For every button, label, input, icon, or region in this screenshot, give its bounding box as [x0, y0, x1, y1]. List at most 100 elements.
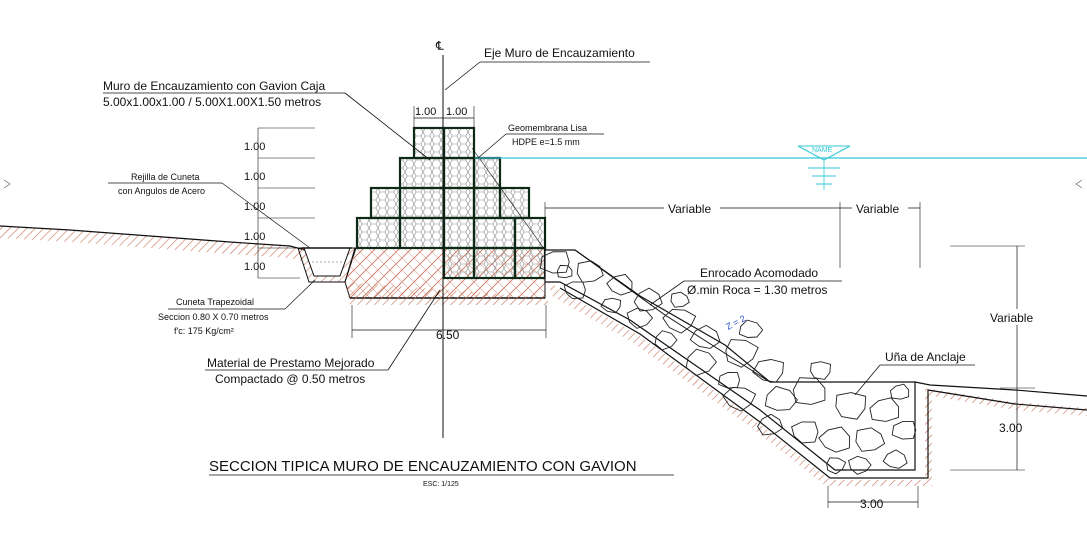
una-width-dim: 3.00 [827, 486, 919, 511]
gabion-box [412, 126, 446, 160]
cuneta-line3: f'c: 175 Kg/cm² [174, 326, 234, 336]
centerline: ℄ Eje Muro de Encauzamiento [435, 39, 650, 438]
riprap-rock [889, 383, 910, 400]
riprap-slope [539, 249, 1087, 486]
gabion-box [442, 246, 476, 280]
riprap-rock [791, 421, 819, 444]
cuneta-line2: Seccion 0.80 X 0.70 metros [158, 312, 269, 322]
top-width-dims: 1.00 1.00 [413, 106, 475, 128]
gabion-box [472, 156, 502, 190]
cuneta-line1: Cuneta Trapezoidal [176, 297, 254, 307]
cuneta-label: Cuneta Trapezoidal Seccion 0.80 X 0.70 m… [158, 279, 316, 336]
rejilla-label: Rejilla de Cuneta con Angulos de Acero [108, 172, 311, 249]
riprap-rock [563, 281, 586, 300]
water-level: NAME [475, 145, 1087, 190]
riprap-rock [738, 319, 764, 338]
gabion-box [355, 216, 402, 250]
riprap-rock [633, 287, 663, 312]
dim-una-width: 3.00 [860, 497, 884, 511]
dim-una-depth: 3.00 [999, 421, 1023, 435]
riprap-rock [752, 359, 784, 383]
dim-height-4: 1.00 [244, 231, 265, 243]
geomembrane-line [471, 147, 546, 251]
gabion-box [442, 126, 476, 160]
drawing-scale: ESC: 1/125 [423, 481, 459, 488]
gabion-box [398, 216, 446, 250]
gabion-box [442, 216, 476, 250]
riprap-rock [626, 307, 654, 329]
riprap-rock [757, 413, 784, 436]
riprap-rock [869, 397, 900, 422]
enrocado-line2: Ø.min Roca = 1.30 metros [687, 283, 827, 297]
riprap-rock [764, 385, 798, 411]
riprap-rock [576, 260, 604, 283]
prestamo-label: Material de Prestamo Mejorado Compactado… [205, 289, 441, 386]
riprap-rock [725, 339, 759, 368]
variable-dims-top: Variable Variable [544, 200, 921, 268]
drawing-title: SECCION TIPICA MURO DE ENCAUZAMIENTO CON… [209, 458, 637, 475]
enrocado-line1: Enrocado Acomodado [700, 266, 818, 280]
riprap-rock [556, 264, 573, 279]
height-dims: 1.00 1.00 1.00 1.00 1.00 [244, 127, 315, 279]
riprap-rock [670, 291, 690, 308]
riprap-rock [606, 273, 633, 296]
gabion-label-line1: Muro de Encauzamiento con Gavion Caja [103, 79, 325, 93]
axis-label: Eje Muro de Encauzamiento [484, 46, 635, 60]
gabion-box [442, 156, 476, 190]
gabion-box [472, 246, 517, 280]
gabion-box [472, 216, 517, 250]
ground-right [914, 381, 1087, 397]
gabion-box [472, 186, 502, 220]
riprap-rock [891, 421, 917, 440]
riprap-rock [848, 455, 872, 475]
riprap-rock [718, 372, 741, 389]
slope-label: Z = 2 [724, 313, 747, 332]
riprap-rock [855, 427, 886, 452]
dim-base-width: 6.50 [436, 328, 460, 342]
dim-height-5: 1.00 [244, 261, 265, 273]
gabion-label: Muro de Encauzamiento con Gavion Caja 5.… [103, 79, 431, 161]
riprap-rock [810, 361, 831, 380]
dim-height-2: 1.00 [244, 171, 265, 183]
riprap-rock [685, 348, 717, 377]
variable-dim-right: Variable 3.00 [950, 245, 1042, 471]
dim-top-right: 1.00 [446, 106, 467, 118]
gabion-box [398, 186, 446, 220]
gabion-box [498, 186, 531, 220]
base-width-dim: 6.50 [351, 305, 547, 342]
water-symbol-label: NAME [812, 147, 833, 154]
gabion-box [398, 156, 446, 190]
una-label-text: Uña de Anclaje [885, 350, 966, 364]
gabion-box [369, 186, 402, 220]
drawing-title-block: SECCION TIPICA MURO DE ENCAUZAMIENTO CON… [209, 458, 674, 488]
riprap-rock [835, 392, 867, 420]
riprap-rock [826, 457, 847, 475]
riprap-rock [722, 386, 757, 412]
prestamo-line1: Material de Prestamo Mejorado [207, 356, 375, 370]
riprap-rock [792, 377, 826, 405]
dim-height-1: 1.00 [244, 141, 265, 153]
geomembrane-line2: HDPE e=1.5 mm [512, 137, 580, 147]
riprap-rock [662, 308, 697, 334]
gabion-box [513, 246, 547, 280]
rejilla-line2: con Angulos de Acero [118, 186, 205, 196]
ground-left [0, 225, 306, 262]
variable-dim-2: Variable [856, 202, 899, 216]
variable-dim-1: Variable [668, 202, 711, 216]
centerline-symbol: ℄ [435, 39, 444, 53]
riprap-rock [654, 330, 678, 351]
riprap-rock [882, 449, 908, 469]
riprap-rock [600, 297, 622, 314]
riprap-rock [818, 426, 851, 453]
geomembrane-line1: Geomembrana Lisa [508, 123, 587, 133]
gabion-label-line2: 5.00x1.00x1.00 / 5.00X1.00X1.50 metros [103, 95, 321, 109]
riprap-rock [689, 324, 721, 349]
variable-dim-3: Variable [990, 311, 1033, 325]
riprap-rock [539, 251, 570, 274]
prestamo-line2: Compactado @ 0.50 metros [215, 372, 365, 386]
gabion-box [442, 186, 476, 220]
rejilla-line1: Rejilla de Cuneta [131, 172, 200, 182]
una-label: Uña de Anclaje [854, 350, 975, 396]
geomembrane-label: Geomembrana Lisa HDPE e=1.5 mm [477, 123, 604, 159]
